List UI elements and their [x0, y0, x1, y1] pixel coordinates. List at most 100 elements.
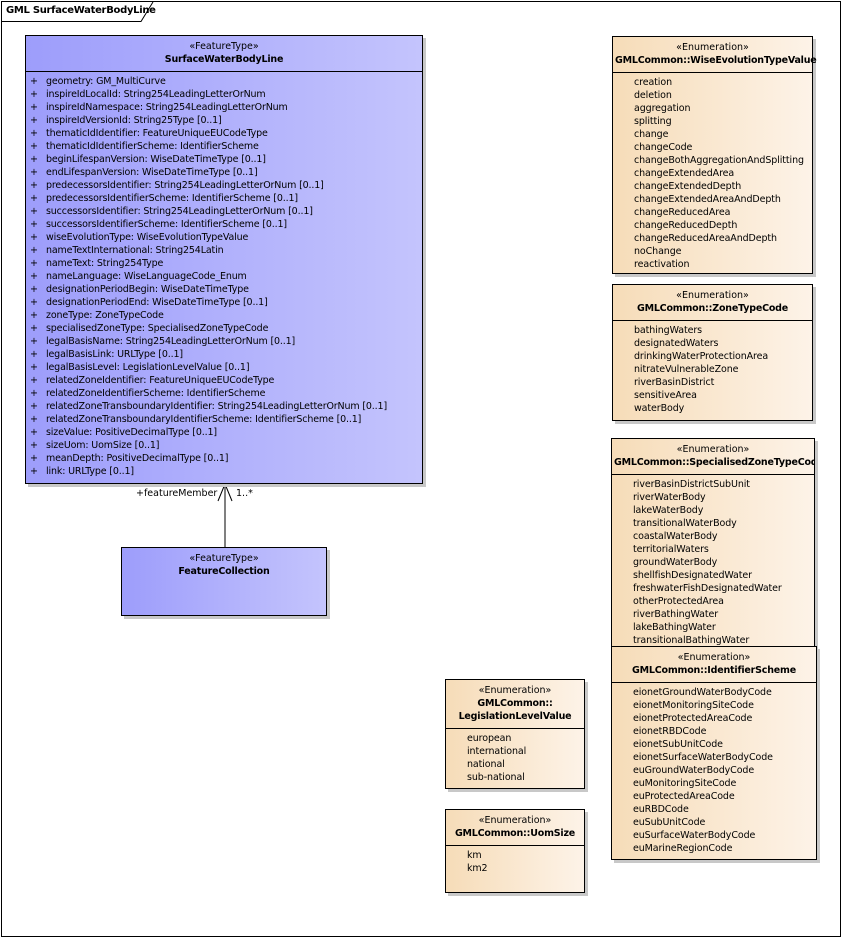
- enum-literal[interactable]: euGroundWaterBodyCode: [633, 765, 755, 776]
- enum-literal[interactable]: national: [467, 759, 505, 770]
- attribute-row[interactable]: +endLifespanVersion: WiseDateTimeType [0…: [26, 166, 422, 179]
- attribute-row[interactable]: +sizeUom: UomSize [0..1]: [26, 439, 422, 452]
- enum-literal[interactable]: splitting: [634, 116, 672, 127]
- enum-literal[interactable]: eionetSubUnitCode: [633, 739, 723, 750]
- literal-list: km km2: [446, 846, 584, 875]
- enum-literal[interactable]: creation: [634, 77, 672, 88]
- attribute-row[interactable]: +legalBasisName: String254LeadingLetterO…: [26, 335, 422, 348]
- enum-literal[interactable]: sub-national: [467, 772, 525, 783]
- enum-literal[interactable]: drinkingWaterProtectionArea: [634, 351, 769, 362]
- enum-literal[interactable]: changeReducedDepth: [634, 220, 738, 231]
- attribute-row[interactable]: +successorsIdentifier: String254LeadingL…: [26, 205, 422, 218]
- enum-header: «Enumeration» GMLCommon:: LegislationLev…: [446, 680, 584, 729]
- enum-literal[interactable]: euRBDCode: [633, 804, 689, 815]
- attribute-row[interactable]: +beginLifespanVersion: WiseDateTimeType …: [26, 153, 422, 166]
- attribute-text: meanDepth: PositiveDecimalType [0..1]: [46, 453, 229, 464]
- attribute-row[interactable]: +inspireIdVersionId: String25Type [0..1]: [26, 114, 422, 127]
- enum-literal[interactable]: reactivation: [634, 259, 690, 270]
- enum-literal[interactable]: changeReducedArea: [634, 207, 731, 218]
- association-multiplicity-label: 1..*: [236, 488, 253, 499]
- class-feature-collection[interactable]: «FeatureType» FeatureCollection: [121, 547, 327, 616]
- enum-literal[interactable]: european: [467, 733, 512, 744]
- enum-wise-evolution-type-value[interactable]: «Enumeration» GMLCommon::WiseEvolutionTy…: [612, 36, 817, 274]
- enum-literal[interactable]: changeBothAggregationAndSplitting: [634, 155, 804, 166]
- enum-literal[interactable]: euSubUnitCode: [633, 817, 706, 828]
- attribute-row[interactable]: +sizeValue: PositiveDecimalType [0..1]: [26, 426, 422, 439]
- enum-literal[interactable]: territorialWaters: [633, 544, 709, 555]
- attribute-text: predecessorsIdentifierScheme: Identifier…: [46, 193, 298, 204]
- attribute-row[interactable]: +relatedZoneTransboundaryIdentifier: Str…: [26, 400, 422, 413]
- enum-literal[interactable]: eionetProtectedAreaCode: [633, 713, 753, 724]
- enum-literal[interactable]: lakeWaterBody: [633, 505, 704, 516]
- enum-literal[interactable]: lakeBathingWater: [633, 622, 716, 633]
- enum-literal[interactable]: changeExtendedArea: [634, 168, 735, 179]
- enum-literal[interactable]: changeExtendedAreaAndDepth: [634, 194, 781, 205]
- enum-literal[interactable]: euSurfaceWaterBodyCode: [633, 830, 756, 841]
- enum-literal[interactable]: transitionalWaterBody: [633, 518, 737, 529]
- attribute-row[interactable]: +zoneType: ZoneTypeCode: [26, 309, 422, 322]
- attribute-row[interactable]: +geometry: GM_MultiCurve: [26, 75, 422, 88]
- enum-literal[interactable]: noChange: [634, 246, 682, 257]
- visibility-marker: +: [30, 245, 38, 256]
- enum-literal[interactable]: eionetGroundWaterBodyCode: [633, 687, 772, 698]
- attribute-row[interactable]: +legalBasisLevel: LegislationLevelValue …: [26, 361, 422, 374]
- attribute-row[interactable]: +successorsIdentifierScheme: IdentifierS…: [26, 218, 422, 231]
- enum-literal[interactable]: riverWaterBody: [633, 492, 706, 503]
- enum-literal[interactable]: euMonitoringSiteCode: [633, 778, 737, 789]
- attribute-row[interactable]: +specialisedZoneType: SpecialisedZoneTyp…: [26, 322, 422, 335]
- attribute-row[interactable]: +inspireIdLocalId: String254LeadingLette…: [26, 88, 422, 101]
- attribute-row[interactable]: +designationPeriodEnd: WiseDateTimeType …: [26, 296, 422, 309]
- enum-literal[interactable]: deletion: [634, 90, 672, 101]
- enum-literal[interactable]: euMarineRegionCode: [633, 843, 733, 854]
- enum-zone-type-code[interactable]: «Enumeration» GMLCommon::ZoneTypeCode ba…: [612, 284, 813, 421]
- enum-literal[interactable]: sensitiveArea: [634, 390, 697, 401]
- attribute-row[interactable]: +predecessorsIdentifierScheme: Identifie…: [26, 192, 422, 205]
- enum-literal[interactable]: km2: [467, 863, 488, 874]
- attribute-row[interactable]: +thematicIdIdentifierScheme: IdentifierS…: [26, 140, 422, 153]
- enum-literal[interactable]: changeCode: [634, 142, 693, 153]
- enum-legislation-level-value[interactable]: «Enumeration» GMLCommon:: LegislationLev…: [445, 679, 585, 789]
- enum-specialised-zone-type-code[interactable]: «Enumeration» GMLCommon::SpecialisedZone…: [611, 438, 815, 650]
- attribute-row[interactable]: +meanDepth: PositiveDecimalType [0..1]: [26, 452, 422, 465]
- enum-literal[interactable]: otherProtectedArea: [633, 596, 724, 607]
- attribute-row[interactable]: +inspireIdNamespace: String254LeadingLet…: [26, 101, 422, 114]
- enum-literal[interactable]: international: [467, 746, 527, 757]
- enum-literal[interactable]: km: [467, 850, 482, 861]
- attribute-row[interactable]: +designationPeriodBegin: WiseDateTimeTyp…: [26, 283, 422, 296]
- enum-literal[interactable]: changeReducedAreaAndDepth: [634, 233, 777, 244]
- enum-literal[interactable]: riverBasinDistrictSubUnit: [633, 479, 750, 490]
- attribute-row[interactable]: +nameTextInternational: String254Latin: [26, 244, 422, 257]
- enum-literal[interactable]: riverBathingWater: [633, 609, 719, 620]
- enum-literal[interactable]: changeExtendedDepth: [634, 181, 742, 192]
- attribute-text: sizeValue: PositiveDecimalType [0..1]: [46, 427, 217, 438]
- attribute-row[interactable]: +predecessorsIdentifier: String254Leadin…: [26, 179, 422, 192]
- enum-literal[interactable]: euProtectedAreaCode: [633, 791, 735, 802]
- enum-literal[interactable]: waterBody: [634, 403, 685, 414]
- enum-literal[interactable]: change: [634, 129, 669, 140]
- enum-literal[interactable]: shellfishDesignatedWater: [633, 570, 752, 581]
- attribute-row[interactable]: +link: URLType [0..1]: [26, 465, 422, 478]
- enum-literal[interactable]: bathingWaters: [634, 325, 703, 336]
- attribute-row[interactable]: +wiseEvolutionType: WiseEvolutionTypeVal…: [26, 231, 422, 244]
- attribute-row[interactable]: +thematicIdIdentifier: FeatureUniqueEUCo…: [26, 127, 422, 140]
- enum-literal[interactable]: transitionalBathingWater: [633, 635, 750, 646]
- class-surface-water-body-line[interactable]: «FeatureType» SurfaceWaterBodyLine +geom…: [25, 35, 423, 484]
- attribute-row[interactable]: +relatedZoneIdentifier: FeatureUniqueEUC…: [26, 374, 422, 387]
- enum-literal[interactable]: eionetSurfaceWaterBodyCode: [633, 752, 773, 763]
- enum-literal[interactable]: eionetMonitoringSiteCode: [633, 700, 754, 711]
- enum-literal[interactable]: coastalWaterBody: [633, 531, 718, 542]
- enum-literal[interactable]: groundWaterBody: [633, 557, 718, 568]
- enum-literal[interactable]: nitrateVulnerableZone: [634, 364, 739, 375]
- attribute-row[interactable]: +nameText: String254Type: [26, 257, 422, 270]
- enum-identifier-scheme[interactable]: «Enumeration» GMLCommon::IdentifierSchem…: [611, 646, 817, 860]
- enum-literal[interactable]: riverBasinDistrict: [634, 377, 715, 388]
- attribute-row[interactable]: +relatedZoneIdentifierScheme: Identifier…: [26, 387, 422, 400]
- attribute-row[interactable]: +relatedZoneTransboundaryIdentifierSchem…: [26, 413, 422, 426]
- enum-literal[interactable]: aggregation: [634, 103, 691, 114]
- attribute-row[interactable]: +nameLanguage: WiseLanguageCode_Enum: [26, 270, 422, 283]
- enum-literal[interactable]: designatedWaters: [634, 338, 719, 349]
- enum-literal[interactable]: freshwaterFishDesignatedWater: [633, 583, 782, 594]
- attribute-row[interactable]: +legalBasisLink: URLType [0..1]: [26, 348, 422, 361]
- enum-literal[interactable]: eionetRBDCode: [633, 726, 707, 737]
